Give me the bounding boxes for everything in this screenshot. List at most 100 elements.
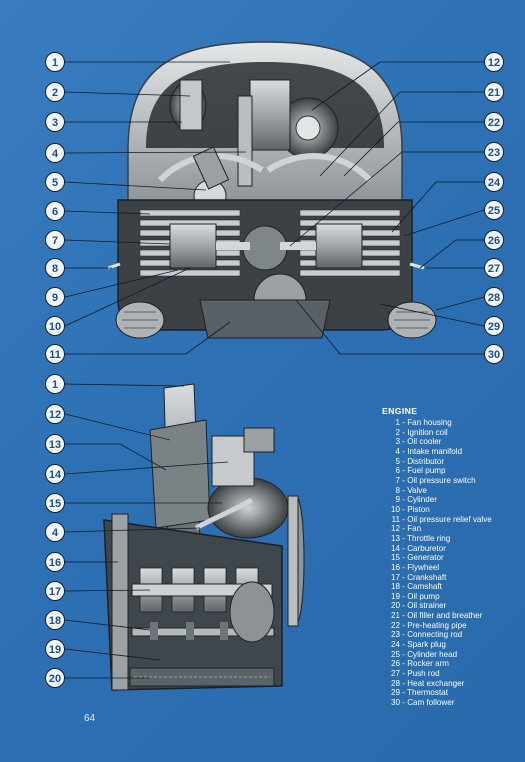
legend-item-label: Oil strainer — [407, 601, 447, 611]
legend-item: 10 - Piston — [390, 504, 430, 514]
callout-number: 3 — [52, 117, 58, 129]
legend-item-label: Push rod — [407, 669, 440, 679]
callout-badge-top-left-4: 4 — [45, 143, 65, 163]
legend-item-number: 6 — [395, 466, 400, 476]
callout-badge-top-left-3: 3 — [45, 112, 65, 132]
legend-item-number: 30 — [390, 698, 400, 708]
legend-item: 22 - Pre-heating pipe — [390, 620, 467, 630]
callout-badge-top-left-9: 9 — [45, 287, 65, 307]
legend-item-label: Oil pressure relief valve — [407, 514, 492, 524]
legend-item-number: 13 — [390, 533, 400, 543]
legend-item-label: Oil filler and breather — [407, 611, 483, 621]
callout-number: 7 — [52, 235, 58, 247]
callout-number: 28 — [488, 292, 500, 304]
callout-number: 1 — [52, 379, 58, 391]
callout-number: 13 — [49, 439, 61, 451]
legend-item: 1 - Fan housing — [382, 418, 522, 428]
legend-item-number: 7 — [395, 475, 400, 485]
legend-item: 24 - Spark plug — [390, 640, 446, 650]
legend-item: 7 - Oil pressure switch — [382, 476, 522, 486]
legend-item-label: Oil pressure switch — [407, 475, 476, 485]
callout-badge-top-left-6: 6 — [45, 201, 65, 221]
legend-item-label: Connecting rod — [407, 630, 463, 640]
callout-badge-top-left-2: 2 — [45, 82, 65, 102]
legend-item: 23 - Connecting rod — [390, 630, 463, 640]
callout-number: 24 — [488, 177, 501, 189]
callout-badge-bottom-15: 15 — [45, 493, 65, 513]
legend-item-label: Fuel pump — [407, 466, 446, 476]
legend-item: 14 - Carburetor — [390, 543, 446, 553]
legend-item-label: Flywheel — [407, 562, 440, 572]
legend-item-number: 3 — [395, 437, 400, 447]
callout-badge-top-right-23: 23 — [484, 142, 504, 162]
legend-item-number: 1 — [395, 418, 400, 427]
engine-cross-section — [107, 41, 437, 339]
callout-number: 1 — [52, 57, 58, 69]
legend-item: 16 - Flywheel — [390, 562, 440, 572]
legend-item-label: Rocker arm — [407, 659, 450, 669]
legend-item-label: Cam follower — [407, 698, 455, 708]
legend-item: 17 - Crankshaft — [390, 572, 447, 582]
legend-item-number: 27 — [390, 669, 400, 679]
legend-item-number: 17 — [390, 572, 400, 582]
legend-item: 25 - Cylinder head — [390, 649, 458, 659]
legend-item-label: Carburetor — [407, 543, 446, 553]
bottom-leader-lines — [64, 383, 229, 679]
legend-item: 11 - Oil pressure relief valve — [382, 515, 522, 525]
top-leader-lines — [64, 61, 485, 355]
callout-badge-bottom-16: 16 — [45, 552, 65, 572]
callout-badge-top-left-10: 10 — [45, 316, 65, 336]
callout-badge-top-left-7: 7 — [45, 230, 65, 250]
legend-item: 4 - Intake manifold — [382, 447, 522, 457]
callout-badge-top-right-12: 12 — [484, 52, 504, 72]
callout-number: 11 — [49, 349, 61, 361]
legend-item: 8 - Valve — [382, 486, 522, 496]
callout-number: 26 — [488, 235, 500, 247]
legend-title: ENGINE — [382, 406, 418, 416]
callout-badge-bottom-18: 18 — [45, 610, 65, 630]
callout-badge-top-right-25: 25 — [484, 200, 504, 220]
callouts-bottom: 1 12 13 14 15 4 16 17 18 19 20 — [45, 374, 65, 688]
page-number: 64 — [84, 713, 96, 724]
legend-item: 6 - Fuel pump — [382, 466, 522, 476]
callout-number: 12 — [488, 57, 500, 69]
callout-badge-top-right-22: 22 — [484, 112, 504, 132]
callout-badge-top-right-21: 21 — [484, 82, 504, 102]
legend-item-label: Fan — [407, 524, 422, 534]
legend-item-number: 12 — [390, 524, 400, 534]
legend-item-number: 24 — [390, 640, 400, 650]
legend-item-number: 10 — [390, 504, 400, 514]
legend-item-label: Heat exchanger — [407, 678, 465, 688]
callout-badge-top-right-28: 28 — [484, 287, 504, 307]
legend-item-label: Pre-heating pipe — [407, 620, 467, 630]
callout-number: 19 — [49, 644, 61, 656]
callout-number: 5 — [52, 177, 58, 189]
legend-item-number: 16 — [390, 562, 400, 572]
callout-badge-top-left-5: 5 — [45, 172, 65, 192]
legend-item: 19 - Oil pump — [390, 591, 440, 601]
legend-item-label: Thermostat — [407, 688, 448, 698]
legend-item: 28 - Heat exchanger — [390, 678, 465, 688]
legend-item: 13 - Throttle ring — [390, 533, 451, 543]
legend-item-number: 21 — [390, 611, 400, 621]
callout-number: 2 — [52, 87, 58, 99]
legend-item-number: 26 — [390, 659, 400, 669]
engine-side-cutaway — [103, 383, 305, 691]
callout-number: 15 — [49, 498, 61, 510]
legend-item: 2 - Ignition coil — [382, 428, 522, 438]
callout-number: 27 — [488, 263, 500, 275]
callout-number: 18 — [49, 615, 61, 627]
legend-item: 20 - Oil strainer — [390, 601, 447, 611]
legend-item: 30 - Cam follower — [390, 698, 455, 708]
callout-number: 25 — [488, 205, 500, 217]
legend-item: 26 - Rocker arm — [390, 659, 450, 669]
callout-number: 20 — [49, 673, 61, 685]
callout-number: 30 — [488, 349, 500, 361]
legend-item-number: 22 — [390, 620, 400, 630]
callout-badge-bottom-12: 12 — [45, 404, 65, 424]
callout-number: 23 — [488, 147, 500, 159]
callout-badge-top-right-29: 29 — [484, 316, 504, 336]
callout-number: 6 — [52, 206, 58, 218]
legend-item-number: 5 — [395, 456, 400, 466]
